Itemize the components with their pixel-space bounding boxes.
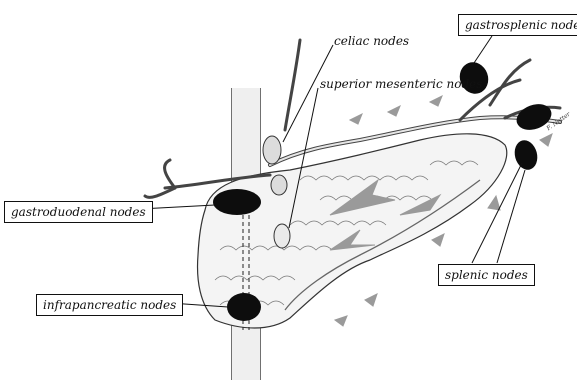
superior-mesenteric-nodes-label: superior mesenteric nodes: [320, 78, 482, 90]
celiac-vessel: [263, 136, 281, 164]
splenic-node-lower: [511, 138, 540, 173]
gastroduodenal-node: [213, 189, 261, 215]
splenic-nodes-label: splenic nodes: [438, 264, 535, 286]
gastroduodenal-nodes-label: gastroduodenal nodes: [4, 201, 153, 223]
infrapancreatic-node: [227, 293, 261, 321]
infrapancreatic-nodes-label: infrapancreatic nodes: [36, 294, 183, 316]
gastrosplenic-nodes-label: gastrosplenic nodes: [458, 14, 577, 36]
celiac-nodes-label: celiac nodes: [334, 35, 409, 47]
